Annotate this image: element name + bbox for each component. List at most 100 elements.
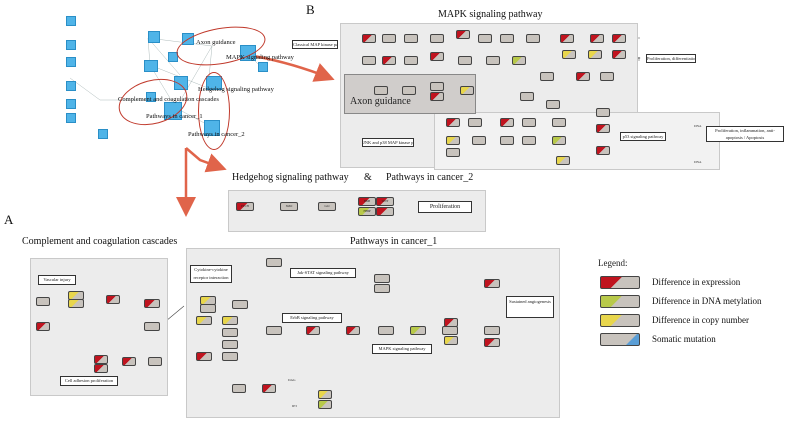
gene-node[interactable]	[552, 136, 566, 145]
gene-node[interactable]	[148, 357, 162, 366]
gene-node[interactable]	[484, 338, 500, 347]
gene-node[interactable]	[36, 297, 50, 306]
gene-node[interactable]	[596, 146, 610, 155]
gene-node[interactable]	[94, 355, 108, 364]
gene-node[interactable]	[404, 34, 418, 43]
gene-node[interactable]	[262, 384, 276, 393]
gene-node[interactable]	[612, 50, 626, 59]
gene-node[interactable]	[468, 118, 482, 127]
gene-node[interactable]	[520, 92, 534, 101]
network-node[interactable]	[66, 99, 76, 109]
network-node[interactable]	[144, 60, 158, 72]
gene-node[interactable]	[318, 400, 332, 409]
gene-node[interactable]	[36, 322, 50, 331]
gene-node[interactable]	[410, 326, 426, 335]
gene-node[interactable]	[456, 30, 470, 39]
gene-node[interactable]	[526, 34, 540, 43]
gene-node[interactable]	[478, 34, 492, 43]
gene-node[interactable]	[362, 56, 376, 65]
network-node[interactable]	[168, 52, 178, 62]
gene-node[interactable]	[446, 136, 460, 145]
gene-node[interactable]	[144, 322, 160, 331]
gene-hhip[interactable]: HHIP	[358, 207, 376, 216]
gene-node[interactable]	[512, 56, 526, 65]
gene-node[interactable]	[612, 34, 626, 43]
network-node[interactable]	[98, 129, 108, 139]
gene-node[interactable]	[446, 118, 460, 127]
gene-node[interactable]	[196, 352, 212, 361]
gene-node[interactable]	[382, 34, 396, 43]
gene-node[interactable]	[306, 326, 320, 335]
gene-node[interactable]	[362, 34, 376, 43]
gene-node[interactable]	[600, 72, 614, 81]
gene-bmp[interactable]: BMP	[358, 197, 376, 206]
gene-node[interactable]	[266, 326, 282, 335]
gene-smo[interactable]: SMO	[280, 202, 298, 211]
gene-node[interactable]	[374, 284, 390, 293]
gene-node[interactable]	[596, 108, 610, 117]
gene-node[interactable]	[196, 316, 212, 325]
gene-node[interactable]	[402, 86, 416, 95]
gene-node[interactable]	[430, 52, 444, 61]
gene-node[interactable]	[442, 326, 458, 335]
gene-node[interactable]	[376, 207, 394, 216]
gene-node[interactable]	[222, 316, 238, 325]
gene-node[interactable]	[446, 148, 460, 157]
gene-node[interactable]	[430, 92, 444, 101]
network-node[interactable]	[66, 40, 76, 50]
gene-wnt[interactable]: WNT	[376, 197, 394, 206]
gene-node[interactable]	[444, 318, 458, 327]
gene-node[interactable]	[122, 357, 136, 366]
gene-node[interactable]	[460, 86, 474, 95]
gene-node[interactable]	[404, 56, 418, 65]
gene-node[interactable]	[484, 279, 500, 288]
network-node[interactable]	[66, 16, 76, 26]
gene-node[interactable]	[500, 34, 514, 43]
gene-node[interactable]	[560, 34, 574, 43]
gene-node[interactable]	[500, 136, 514, 145]
gene-node[interactable]	[382, 56, 396, 65]
gene-node[interactable]	[374, 274, 390, 283]
gene-node[interactable]	[430, 82, 444, 91]
gene-node[interactable]	[540, 72, 554, 81]
gene-node[interactable]	[374, 86, 388, 95]
gene-node[interactable]	[222, 352, 238, 361]
network-node-cancer1[interactable]	[164, 102, 182, 120]
gene-node[interactable]	[94, 364, 108, 373]
gene-node[interactable]	[222, 340, 238, 349]
gene-node[interactable]	[588, 50, 602, 59]
network-node-complement[interactable]	[174, 76, 188, 90]
gene-gli[interactable]: GLI	[318, 202, 336, 211]
gene-node[interactable]	[484, 326, 500, 335]
network-node[interactable]	[258, 62, 268, 72]
network-node[interactable]	[66, 81, 76, 91]
network-node[interactable]	[148, 31, 160, 43]
gene-node[interactable]	[472, 136, 486, 145]
gene-node[interactable]	[596, 124, 610, 133]
gene-node[interactable]	[318, 390, 332, 399]
network-node[interactable]	[146, 92, 156, 102]
gene-node[interactable]	[232, 300, 248, 309]
gene-node[interactable]	[546, 100, 560, 109]
network-node[interactable]	[66, 113, 76, 123]
gene-node[interactable]	[106, 295, 120, 304]
gene-node[interactable]	[458, 56, 472, 65]
gene-node[interactable]	[430, 34, 444, 43]
gene-node[interactable]	[444, 336, 458, 345]
gene-node[interactable]	[522, 136, 536, 145]
gene-node[interactable]	[266, 258, 282, 267]
gene-node[interactable]	[232, 384, 246, 393]
gene-node[interactable]	[556, 156, 570, 165]
gene-node[interactable]	[144, 299, 160, 308]
gene-node[interactable]	[590, 34, 604, 43]
network-node[interactable]	[66, 57, 76, 67]
network-node-mapk[interactable]	[240, 45, 256, 61]
gene-node[interactable]	[200, 304, 216, 313]
gene-node[interactable]	[500, 118, 514, 127]
gene-node[interactable]	[378, 326, 394, 335]
gene-node[interactable]	[576, 72, 590, 81]
network-node[interactable]	[182, 33, 194, 45]
gene-node[interactable]	[68, 299, 84, 308]
gene-node[interactable]	[552, 118, 566, 127]
gene-node[interactable]	[486, 56, 500, 65]
